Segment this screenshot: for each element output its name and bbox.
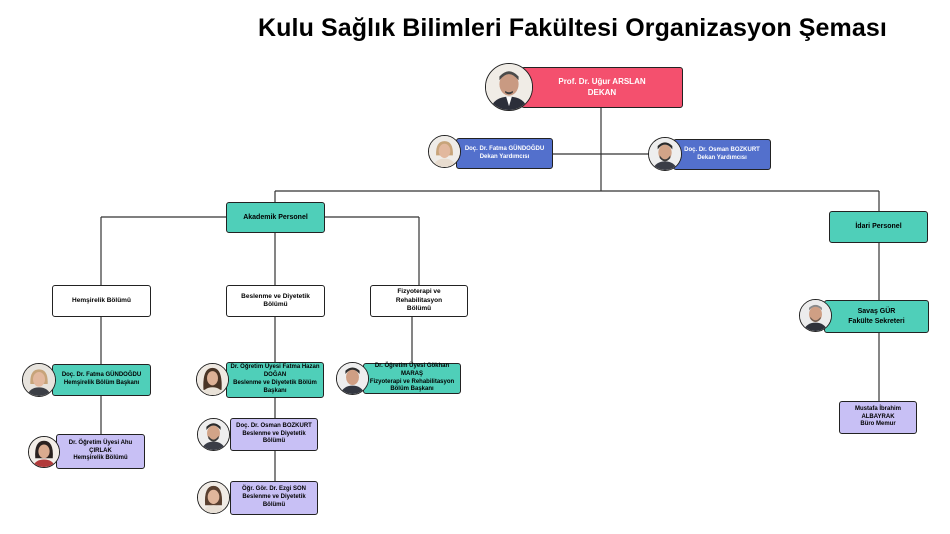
dept-physio-label-2: Bölümü: [406, 305, 432, 313]
nutrition-head-avatar: [196, 363, 229, 396]
nutrition-head-portrait-icon: [197, 364, 228, 395]
nursing-member-role: Hemşirelik Bölümü: [73, 455, 128, 462]
vice-dean-2-name: Doç. Dr. Osman BOZKURT: [684, 146, 760, 153]
office-staff-box[interactable]: Mustafa İbrahim ALBAYRAK Büro Memur: [839, 401, 917, 434]
physio-head-portrait-icon: [337, 363, 368, 394]
nursing-member-avatar: [28, 436, 60, 468]
dean-avatar: [485, 63, 533, 111]
dean-portrait-icon: [486, 64, 532, 110]
nutrition-member-1-avatar: [197, 418, 230, 451]
vice-dean-1-portrait-icon: [429, 136, 460, 167]
dept-physio-box[interactable]: Fizyoterapi ve Rehabilitasyon Bölümü: [370, 285, 468, 317]
nutrition-member-2-name: Öğr. Gör. Dr. Ezgi SON: [241, 486, 306, 493]
vice-dean-1-role: Dekan Yardımcısı: [479, 153, 530, 160]
nutrition-member-1-portrait-icon: [198, 419, 229, 450]
secretary-role: Fakülte Sekreteri: [848, 317, 905, 325]
nursing-head-avatar: [22, 363, 56, 397]
dept-nutrition-label-2: Bölümü: [263, 301, 288, 308]
nutrition-member-2-avatar: [197, 481, 230, 514]
physio-head-avatar: [336, 362, 369, 395]
page-title: Kulu Sağlık Bilimleri Fakültesi Organiza…: [258, 14, 887, 42]
admin-staff-label: İdari Personel: [855, 223, 902, 231]
academic-staff-label: Akademik Personel: [243, 213, 308, 221]
nursing-head-portrait-icon: [23, 364, 55, 396]
vice-dean-1-name: Doç. Dr. Fatma GÜNDOĞDU: [464, 145, 545, 152]
vice-dean-1-avatar: [428, 135, 461, 168]
nutrition-member-1-role: Beslenme ve Diyetetik Bölümü: [242, 430, 306, 445]
dept-nursing-label: Hemşirelik Bölümü: [72, 296, 131, 304]
nutrition-member-2-box[interactable]: Öğr. Gör. Dr. Ezgi SON Beslenme ve Diyet…: [230, 481, 318, 515]
nutrition-member-2-portrait-icon: [198, 482, 229, 513]
nursing-member-portrait-icon: [29, 437, 59, 467]
vice-dean-2-box[interactable]: Doç. Dr. Osman BOZKURT Dekan Yardımcısı: [673, 139, 771, 170]
vice-dean-2-role: Dekan Yardımcısı: [697, 154, 747, 161]
vice-dean-1-box[interactable]: Doç. Dr. Fatma GÜNDOĞDU Dekan Yardımcısı: [456, 138, 553, 169]
dept-nutrition-label-1: Beslenme ve Diyetetik: [241, 292, 310, 300]
nutrition-member-2-role: Beslenme ve Diyetetik Bölümü: [242, 494, 306, 508]
nutrition-head-name-2: DOĞAN: [263, 372, 287, 379]
physio-head-role-2: Bölüm Başkanı: [390, 386, 434, 393]
secretary-name: Savaş GÜR: [857, 308, 896, 316]
dept-nursing-box[interactable]: Hemşirelik Bölümü: [52, 285, 151, 317]
physio-head-role-1: Fizyoterapi ve Rehabilitasyon: [369, 378, 455, 385]
dean-name: Prof. Dr. Uğur ARSLAN: [558, 77, 646, 87]
nutrition-head-role-2: Başkanı: [263, 387, 287, 394]
nutrition-head-role-1: Beslenme ve Diyetetik Bölüm: [233, 380, 317, 386]
dept-physio-label-1: Fizyoterapi ve Rehabilitasyon: [395, 288, 443, 304]
dean-role: DEKAN: [587, 87, 617, 97]
secretary-portrait-icon: [800, 300, 831, 331]
secretary-avatar: [799, 299, 832, 332]
physio-head-name: Dr. Öğretim Üyesi Gökhan MARAŞ: [374, 362, 450, 377]
nursing-head-role: Hemşirelik Bölüm Başkanı: [63, 380, 140, 386]
nursing-member-box[interactable]: Dr. Öğretim Üyesi Ahu ÇIRLAK Hemşirelik …: [56, 434, 145, 469]
admin-staff-box[interactable]: İdari Personel: [829, 211, 928, 243]
dean-box[interactable]: Prof. Dr. Uğur ARSLAN DEKAN: [521, 67, 683, 108]
academic-staff-box[interactable]: Akademik Personel: [226, 202, 325, 233]
dept-nutrition-box[interactable]: Beslenme ve Diyetetik Bölümü: [226, 285, 325, 317]
nutrition-head-box[interactable]: Dr. Öğretim Üyesi Fatma Hazan DOĞAN Besl…: [226, 362, 324, 398]
nursing-head-box[interactable]: Doç. Dr. Fatma GÜNDOĞDU Hemşirelik Bölüm…: [52, 364, 151, 396]
secretary-box[interactable]: Savaş GÜR Fakülte Sekreteri: [824, 300, 929, 333]
physio-head-box[interactable]: Dr. Öğretim Üyesi Gökhan MARAŞ Fizyotera…: [363, 363, 461, 394]
vice-dean-2-avatar: [648, 137, 682, 171]
nutrition-member-1-name: Doç. Dr. Osman BOZKURT: [236, 422, 312, 429]
nursing-head-name: Doç. Dr. Fatma GÜNDOĞDU: [61, 372, 142, 379]
office-staff-name: Mustafa İbrahim ALBAYRAK: [854, 405, 901, 420]
nutrition-head-name-1: Dr. Öğretim Üyesi Fatma Hazan: [230, 364, 320, 371]
office-staff-role: Büro Memur: [860, 421, 896, 428]
nursing-member-name: Dr. Öğretim Üyesi Ahu ÇIRLAK: [68, 439, 133, 454]
vice-dean-2-portrait-icon: [649, 138, 681, 170]
nutrition-member-1-box[interactable]: Doç. Dr. Osman BOZKURT Beslenme ve Diyet…: [230, 418, 318, 451]
